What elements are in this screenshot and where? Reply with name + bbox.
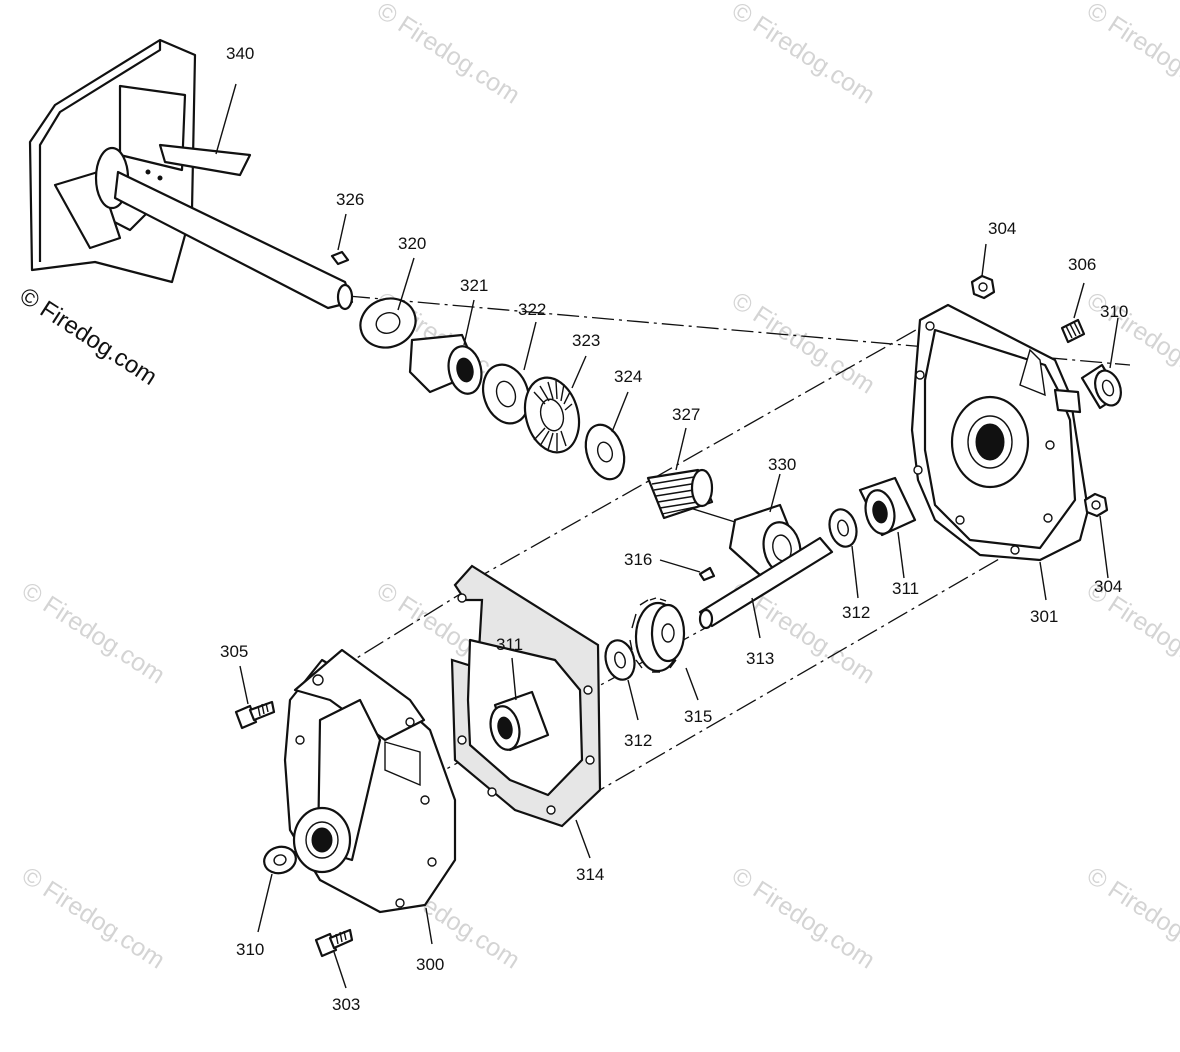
bearing-330 xyxy=(728,503,802,577)
callout-340: 340 xyxy=(226,44,254,63)
callout-304-bottom: 304 xyxy=(1094,577,1122,596)
bushing-310-left xyxy=(263,845,297,875)
watermark: © Firedog.com xyxy=(727,862,880,975)
watermark: © Firedog.com xyxy=(727,0,880,110)
callout-323: 323 xyxy=(572,331,600,350)
callout-labels: 340 326 320 321 322 323 324 327 330 316 … xyxy=(220,44,1128,1014)
watermark: © Firedog.com xyxy=(727,287,880,400)
bearing-311-left xyxy=(489,690,550,752)
gear-housing-301 xyxy=(910,303,1090,562)
callout-327: 327 xyxy=(672,405,700,424)
callout-300: 300 xyxy=(416,955,444,974)
callout-311-right: 311 xyxy=(892,579,919,598)
watermark: © Firedog.com xyxy=(1082,862,1180,975)
callout-322: 322 xyxy=(518,300,546,319)
callout-321: 321 xyxy=(460,276,488,295)
callout-315: 315 xyxy=(684,707,712,726)
callout-314: 314 xyxy=(576,865,604,884)
callout-310-right: 310 xyxy=(1100,302,1128,321)
watermark: © Firedog.com xyxy=(372,0,525,110)
washer-312-lower xyxy=(604,639,636,681)
callout-330: 330 xyxy=(768,455,796,474)
washer-320 xyxy=(359,297,417,349)
shaft-313 xyxy=(698,536,834,630)
worm-shaft xyxy=(689,507,736,523)
callout-324: 324 xyxy=(614,367,642,386)
screw-306 xyxy=(1060,318,1086,344)
brand-mark: © Firedog.com xyxy=(15,282,162,391)
callout-301: 301 xyxy=(1030,607,1058,626)
worm-gear-327 xyxy=(646,468,714,520)
callout-303: 303 xyxy=(332,995,360,1014)
screw-305 xyxy=(234,700,276,730)
callout-316: 316 xyxy=(624,550,652,569)
washer-312-upper xyxy=(828,508,858,548)
callout-312-upper: 312 xyxy=(842,603,870,622)
leader-lines xyxy=(215,83,1119,989)
callout-326: 326 xyxy=(336,190,364,209)
callout-311-left: 311 xyxy=(496,635,523,654)
nut-304-top xyxy=(970,274,996,300)
bushing-321 xyxy=(408,333,483,395)
thrust-bearing-323 xyxy=(523,376,581,454)
auger-assembly-340 xyxy=(28,38,354,311)
callout-313: 313 xyxy=(746,649,774,668)
callout-320: 320 xyxy=(398,234,426,253)
callout-310-left: 310 xyxy=(236,940,264,959)
gear-housing-300 xyxy=(283,648,457,914)
axis-upper xyxy=(469,321,931,583)
watermark: © Firedog.com xyxy=(17,577,170,690)
washer-324 xyxy=(584,423,626,481)
watermark: © Firedog.com xyxy=(1082,0,1180,110)
bearing-311-right xyxy=(858,476,917,537)
axis-main xyxy=(347,295,1131,366)
bushing-310-right xyxy=(1080,363,1122,410)
callout-305: 305 xyxy=(220,642,248,661)
nut-304-bottom xyxy=(1083,492,1109,518)
key-316 xyxy=(698,566,716,582)
screw-303 xyxy=(314,928,354,958)
gear-315 xyxy=(629,597,686,673)
axis-left xyxy=(304,587,471,691)
key-326 xyxy=(330,250,350,266)
callout-312-lower: 312 xyxy=(624,731,652,750)
watermark: © Firedog.com xyxy=(17,862,170,975)
callout-304-top: 304 xyxy=(988,219,1016,238)
axis-lower xyxy=(554,547,1019,817)
washer-322 xyxy=(482,363,530,425)
callout-306: 306 xyxy=(1068,255,1096,274)
